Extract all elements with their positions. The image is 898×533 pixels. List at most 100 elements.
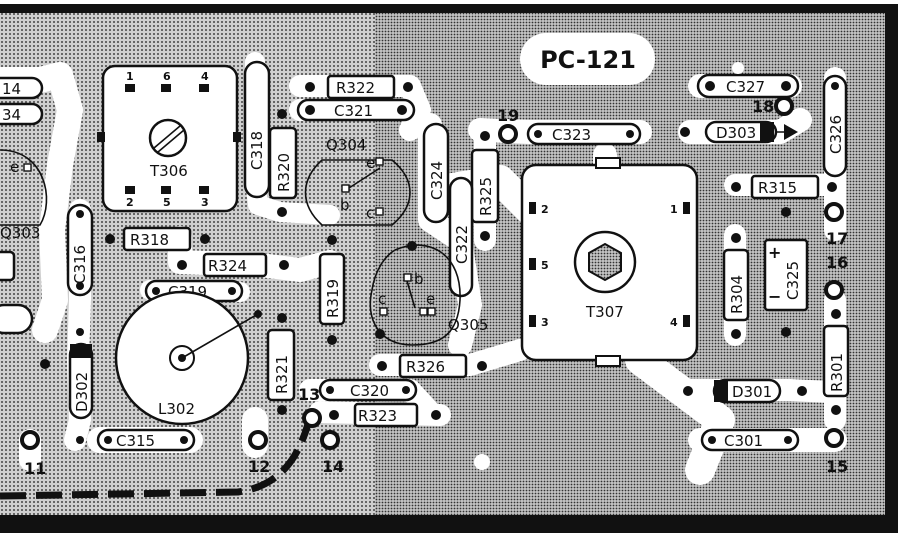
terminal-19 (498, 124, 518, 144)
r319-resistor (318, 252, 346, 326)
c326-capacitor (822, 74, 848, 178)
c327-capacitor (696, 73, 800, 99)
c322-capacitor (448, 176, 474, 298)
r315-label: R315 (758, 179, 797, 197)
c327-label: C327 (726, 78, 765, 96)
q305-c-label: c (378, 290, 386, 308)
terminal-17-label: 17 (826, 229, 848, 248)
t307-label: T307 (585, 303, 624, 321)
r320-label: R320 (275, 153, 293, 192)
left-connector-partial (0, 250, 16, 282)
r326-label: R326 (406, 358, 445, 376)
q303-transistor-outline (0, 149, 48, 226)
d303-label: D303 (716, 124, 756, 142)
c301-capacitor (700, 428, 800, 452)
terminal-13 (302, 408, 322, 428)
r324-label: R324 (208, 257, 247, 275)
r321-resistor (266, 328, 296, 402)
c325-plus: + (768, 243, 781, 262)
terminal-15-label: 15 (826, 457, 848, 476)
c316-label: C316 (71, 245, 89, 284)
dashed-jumper-wire (0, 423, 312, 500)
t306-pin-4: 4 (201, 70, 209, 83)
q304-c-label: c (366, 204, 374, 222)
r301-label: R301 (828, 353, 846, 392)
c325-minus: − (768, 287, 781, 306)
r304-label: R304 (728, 275, 746, 314)
r322-resistor (326, 74, 396, 100)
r322-label: R322 (336, 79, 375, 97)
q304-e-label: e (366, 154, 375, 172)
q303-emitter-label: e (10, 158, 19, 176)
q305-transistor-outline (369, 244, 461, 346)
q305-label: Q305 (448, 316, 488, 334)
terminal-16-label: 16 (826, 253, 848, 272)
t306-label: T306 (149, 162, 188, 180)
terminal-18-label: 18 (752, 97, 774, 116)
q305-b-label: b (414, 270, 424, 288)
mounting-hole-2 (732, 62, 744, 74)
r323-label: R323 (358, 407, 397, 425)
t307-pin-3: 3 (541, 316, 549, 329)
terminal-14 (320, 430, 340, 450)
c323-capacitor (526, 122, 642, 146)
terminal-18 (774, 96, 794, 116)
t306-adjust-slot (148, 118, 188, 158)
r319-label: R319 (324, 279, 342, 318)
t306-pin-3: 3 (201, 196, 209, 209)
c318-label: C318 (248, 131, 266, 170)
t307-pin-2: 2 (541, 203, 549, 216)
r318-resistor (122, 226, 192, 252)
r301-resistor (822, 324, 850, 398)
q303-pad (23, 163, 32, 172)
r321-label: R321 (273, 355, 291, 394)
t306-pin-5: 5 (163, 196, 171, 209)
t306-pin-1: 1 (126, 70, 134, 83)
q305-e-label: e (426, 290, 435, 308)
board-right-edge (885, 4, 898, 533)
c323-label: C323 (552, 126, 591, 144)
terminal-12 (248, 430, 268, 450)
board-title: PC-121 (540, 46, 636, 74)
terminal-16 (824, 280, 844, 300)
terminal-12-label: 12 (248, 457, 270, 476)
c316-capacitor (66, 203, 94, 297)
t306-pin-6: 6 (163, 70, 171, 83)
terminal-17 (824, 202, 844, 222)
terminal-15 (824, 428, 844, 448)
d302-label: D302 (73, 372, 91, 412)
t306-pin-2: 2 (126, 196, 134, 209)
terminal-13-label: 13 (298, 385, 320, 404)
q304-label: Q304 (326, 136, 366, 154)
board-title-bubble (520, 33, 655, 85)
resistor-partial-1-label: 14 (2, 80, 21, 98)
c315-capacitor (96, 428, 196, 452)
terminal-11-label: 11 (24, 459, 46, 478)
r318-label: R318 (130, 231, 169, 249)
c315-label: C315 (116, 432, 155, 450)
resistor-partial-1 (0, 76, 44, 100)
c301-label: C301 (724, 432, 763, 450)
c320-capacitor (318, 378, 418, 402)
resistor-partial-2-label: 34 (2, 106, 21, 124)
terminal-14-label: 14 (322, 457, 344, 476)
r323-resistor (353, 402, 419, 428)
l302-label: L302 (158, 400, 195, 418)
c325-capacitor (763, 238, 809, 312)
q303-label: Q303 (0, 224, 40, 242)
r324-resistor (202, 252, 268, 278)
c325-label: C325 (784, 261, 802, 300)
t307-pin-1: 1 (670, 203, 678, 216)
terminal-19-label: 19 (497, 106, 519, 125)
c322-label: C322 (453, 225, 471, 264)
board-bottom-edge (0, 515, 898, 533)
terminal-11 (20, 430, 40, 450)
d301-label: D301 (732, 383, 772, 401)
q304-transistor-outline (304, 159, 411, 226)
r325-label: R325 (477, 177, 495, 216)
c318-capacitor (243, 60, 271, 199)
q304-b-label: b (340, 196, 350, 214)
c321-capacitor (296, 98, 416, 122)
c326-label: C326 (827, 115, 845, 154)
